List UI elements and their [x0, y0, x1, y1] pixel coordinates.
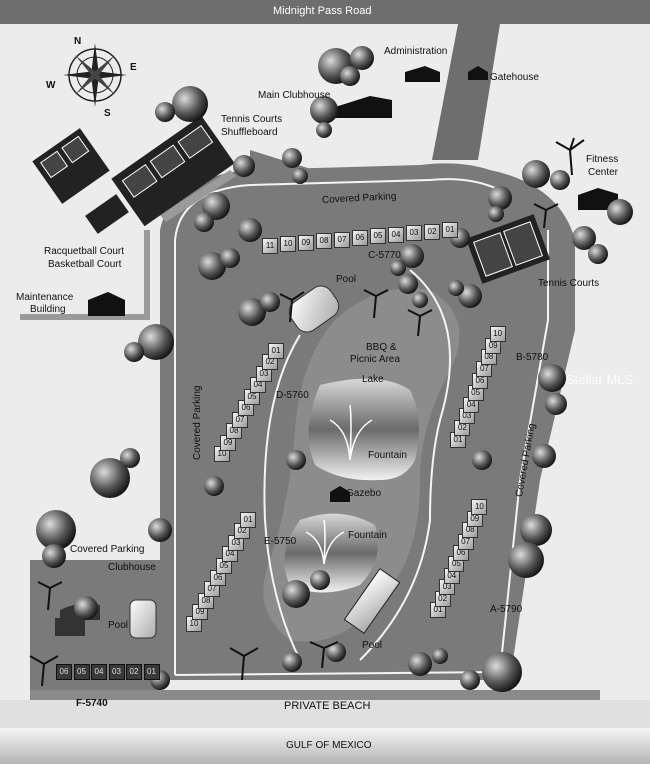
- basketball-label: Basketball Court: [48, 259, 122, 270]
- unit-c-05: 05: [370, 228, 386, 245]
- administration-building: [405, 66, 440, 82]
- unit-c-02: 02: [424, 223, 440, 240]
- fountain-lake-label: Fountain: [368, 450, 407, 461]
- tennis-shuffleboard-courts: [111, 115, 235, 227]
- building-b-label: B-5780: [516, 352, 549, 363]
- pool-bottom-shape: [343, 568, 401, 634]
- fountain-pond: [305, 519, 345, 565]
- beach-area: [0, 700, 650, 730]
- unit-f-01: 01: [143, 664, 160, 680]
- gatehouse-label: Gatehouse: [490, 72, 539, 83]
- unit-a-10: 10: [471, 499, 488, 516]
- pool-top-label: Pool: [336, 274, 357, 285]
- racquetball-courts: [32, 128, 129, 234]
- palm-trees: [29, 137, 585, 687]
- beach-label: PRIVATE BEACH: [284, 700, 371, 712]
- lake-label: Lake: [362, 374, 384, 385]
- main-clubhouse-building: [332, 96, 392, 118]
- unit-c-01: 01: [442, 222, 458, 238]
- midnight-pass-road: [0, 0, 650, 24]
- unit-c-03: 03: [406, 225, 422, 242]
- unit-c-06: 06: [352, 230, 368, 246]
- main-clubhouse-label: Main Clubhouse: [258, 90, 331, 101]
- racquetball-label: Racquetball Court: [44, 246, 125, 257]
- clubhouse-label: Clubhouse: [108, 562, 156, 573]
- bbq-label: BBQ &: [366, 342, 397, 353]
- gazebo-label: Gazebo: [346, 488, 382, 499]
- gazebo-building: [330, 486, 350, 502]
- fitness-center-building: [578, 188, 618, 210]
- unit-f-03: 03: [108, 664, 125, 680]
- building-a-label: A-5790: [490, 604, 523, 615]
- fitness-label: Fitness: [586, 154, 619, 165]
- unit-b-10: 10: [489, 325, 506, 342]
- lake-shape: [308, 378, 419, 481]
- maintenance-label: Maintenance: [16, 292, 74, 303]
- gulf-label: GULF OF MEXICO: [286, 740, 372, 751]
- road-label-midnight-pass: Midnight Pass Road: [273, 5, 372, 17]
- entry-road: [432, 24, 500, 160]
- building-f-label: F-5740: [76, 698, 108, 709]
- pool-left-shape: [129, 599, 157, 639]
- building-d-label: D-5760: [276, 390, 309, 401]
- unit-c-04: 04: [388, 226, 404, 243]
- compass-rose: [63, 43, 127, 107]
- compass-w: W: [46, 80, 56, 91]
- pool-bottom-label: Pool: [362, 640, 383, 651]
- shuffleboard-label: Shuffleboard: [221, 127, 278, 138]
- unit-f-02: 02: [126, 664, 142, 680]
- covered-parking-bottom-label: Covered Parking: [70, 544, 145, 555]
- pool-top-shape: [288, 285, 340, 333]
- building-e-label: E-5750: [264, 536, 297, 547]
- building-label: Building: [30, 304, 66, 315]
- building-c-label: C-5770: [368, 250, 401, 261]
- picnic-area-label: Picnic Area: [350, 354, 401, 365]
- trees: [36, 46, 633, 692]
- covered-parking-left-label: Covered Parking: [192, 385, 203, 460]
- fountain-lake: [329, 404, 373, 461]
- unit-c-10: 10: [280, 236, 296, 253]
- unit-f-04: 04: [91, 664, 107, 680]
- center-label: Center: [588, 167, 619, 178]
- tennis-courts-right-label: Tennis Courts: [538, 278, 600, 289]
- pool-left-label: Pool: [108, 620, 129, 631]
- compass-n: N: [74, 36, 82, 47]
- compass-e: E: [130, 62, 137, 73]
- tennis-courts-right: [465, 214, 551, 284]
- fountain-pond-label: Fountain: [348, 530, 387, 541]
- gulf-water: [0, 728, 650, 764]
- unit-f-06: 06: [56, 664, 72, 680]
- unit-c-08: 08: [316, 233, 332, 250]
- unit-c-09: 09: [298, 234, 314, 251]
- watermark: Stellar MLS: [566, 372, 634, 387]
- tennis-courts-label: Tennis Courts: [221, 114, 283, 125]
- administration-label: Administration: [384, 46, 448, 57]
- unit-c-11: 11: [262, 238, 278, 254]
- maintenance-building: [88, 292, 125, 316]
- unit-e-01: 01: [240, 511, 256, 528]
- gatehouse-building: [468, 66, 488, 80]
- unit-f-05: 05: [73, 664, 90, 680]
- unit-d-01: 01: [268, 342, 284, 359]
- unit-c-07: 07: [334, 231, 350, 248]
- compass-s: S: [104, 108, 111, 119]
